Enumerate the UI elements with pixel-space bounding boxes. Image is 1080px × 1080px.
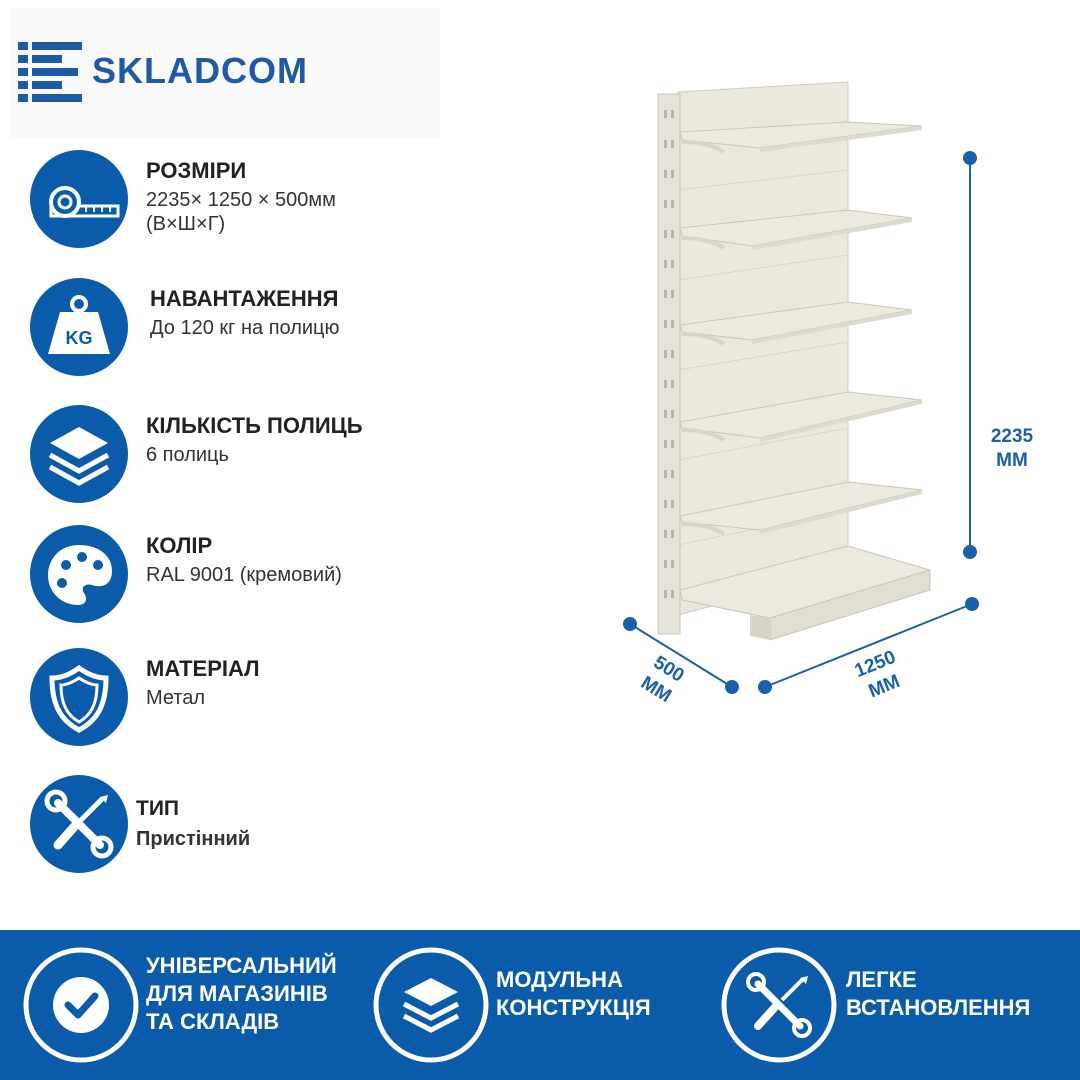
dimension-unit: ММ bbox=[996, 450, 1028, 471]
feature-title: ТИП bbox=[136, 797, 180, 820]
dimension-value: 2235 bbox=[990, 426, 1034, 447]
dimension-lines bbox=[623, 151, 979, 694]
feature-type: ТИП Пристінний bbox=[30, 775, 590, 875]
feature-description: Пристінний bbox=[136, 828, 251, 850]
brand-logo-icon bbox=[16, 40, 86, 109]
benefit-line: ЛЕГКЕ bbox=[846, 967, 917, 992]
shelving-rack-image bbox=[600, 70, 1020, 715]
feature-description: 6 полиць bbox=[146, 444, 229, 466]
tools-icon bbox=[716, 942, 842, 1068]
benefit-text: УНІВЕРСАЛЬНИЙ ДЛЯ МАГАЗИНІВ ТА СКЛАДІВ bbox=[146, 952, 337, 1036]
benefit-line: УНІВЕРСАЛЬНИЙ bbox=[146, 953, 337, 978]
shield-icon bbox=[30, 648, 128, 746]
benefit-text: МОДУЛЬНА КОНСТРУКЦІЯ bbox=[496, 966, 651, 1022]
tools-icon bbox=[30, 775, 128, 873]
tape-measure-icon bbox=[30, 150, 128, 248]
height-dimension-label: 2235 ММ bbox=[982, 425, 1042, 473]
feature-title: КІЛЬКІСТЬ ПОЛИЦЬ bbox=[146, 413, 363, 438]
palette-icon bbox=[30, 525, 128, 623]
benefit-line: КОНСТРУКЦІЯ bbox=[496, 995, 651, 1020]
brand-name: SKLADCOM bbox=[92, 50, 308, 91]
benefits-banner: УНІВЕРСАЛЬНИЙ ДЛЯ МАГАЗИНІВ ТА СКЛАДІВ М… bbox=[0, 930, 1080, 1080]
benefit-line: ДЛЯ МАГАЗИНІВ bbox=[146, 981, 328, 1006]
benefit-line: МОДУЛЬНА bbox=[496, 967, 623, 992]
svg-text:KG: KG bbox=[66, 328, 93, 348]
benefit-text: ЛЕГКЕ ВСТАНОВЛЕННЯ bbox=[846, 966, 1030, 1022]
benefit-modular: МОДУЛЬНА КОНСТРУКЦІЯ bbox=[368, 942, 708, 1068]
feature-color: КОЛІР RAL 9001 (кремовий) bbox=[30, 525, 590, 625]
feature-load: KG НАВАНТАЖЕННЯ До 120 кг на полицю bbox=[30, 278, 590, 378]
feature-title: НАВАНТАЖЕННЯ bbox=[150, 286, 339, 311]
feature-line: (В×Ш×Г) bbox=[146, 213, 226, 235]
feature-dimensions: РОЗМІРИ 2235× 1250 × 500мм (В×Ш×Г) bbox=[30, 150, 590, 250]
feature-title: КОЛІР bbox=[146, 533, 213, 558]
feature-line: 2235× 1250 × 500мм bbox=[146, 189, 336, 211]
benefit-easy-install: ЛЕГКЕ ВСТАНОВЛЕННЯ bbox=[716, 942, 1076, 1068]
feature-title: РОЗМІРИ bbox=[146, 158, 247, 183]
feature-title: МАТЕРІАЛ bbox=[146, 656, 260, 681]
layers-icon bbox=[368, 942, 494, 1068]
feature-description: До 120 кг на полицю bbox=[150, 317, 340, 339]
feature-shelves: КІЛЬКІСТЬ ПОЛИЦЬ 6 полиць bbox=[30, 405, 590, 505]
feature-description: 2235× 1250 × 500мм (В×Ш×Г) bbox=[146, 188, 336, 236]
weight-kg-icon: KG bbox=[30, 278, 128, 376]
layers-icon bbox=[30, 405, 128, 503]
checkmark-icon bbox=[18, 942, 144, 1068]
benefit-universal: УНІВЕРСАЛЬНИЙ ДЛЯ МАГАЗИНІВ ТА СКЛАДІВ bbox=[18, 942, 358, 1068]
benefit-line: ТА СКЛАДІВ bbox=[146, 1009, 280, 1034]
brand-logo: SKLADCOM bbox=[10, 8, 440, 138]
feature-description: RAL 9001 (кремовий) bbox=[146, 564, 342, 586]
feature-material: МАТЕРІАЛ Метал bbox=[30, 648, 590, 748]
benefit-line: ВСТАНОВЛЕННЯ bbox=[846, 995, 1031, 1020]
feature-description: Метал bbox=[146, 687, 206, 709]
